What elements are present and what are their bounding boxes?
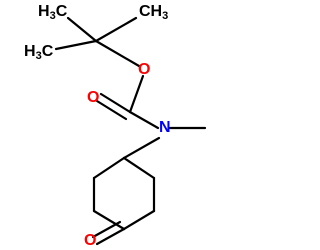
bond-group <box>54 16 207 246</box>
molecule-canvas: H3C CH3 H3C O O N O <box>24 3 207 250</box>
bond-carbonyl-double-1 <box>99 92 132 114</box>
atom-label-group: H3C CH3 H3C O O N O <box>24 3 171 249</box>
bond-ring-c1-c2 <box>122 156 156 180</box>
bond-nitrogen-ring <box>122 136 161 160</box>
ketone-oxygen-label: O <box>84 232 96 249</box>
bond-tbutyl-methyl-top-right <box>94 16 138 43</box>
molecule-structure: H3C CH3 H3C O O N O <box>24 3 207 249</box>
bond-ketone-double-1 <box>95 227 126 246</box>
carbonyl-oxygen-label: O <box>87 89 99 106</box>
bond-ring-c6-c1 <box>92 156 126 180</box>
methyl-top-right-label: CH3 <box>139 3 168 22</box>
bond-tbutyl-methyl-left <box>54 39 98 51</box>
bond-carbonyl-nitrogen <box>128 110 160 130</box>
bond-ketone-double-2 <box>91 220 122 239</box>
bond-carbonyl-double-2 <box>95 99 128 121</box>
bond-tbutyl-ester-oxygen <box>94 39 141 68</box>
bond-ring-c4-c5 <box>92 209 126 231</box>
bond-ester-oxygen-carbonyl-carbon <box>128 74 145 114</box>
nitrogen-label: N <box>159 119 171 136</box>
ester-oxygen-label: O <box>138 61 150 78</box>
methyl-top-left-label: H3C <box>38 3 68 22</box>
methyl-left-label: H3C <box>24 43 54 62</box>
bond-tbutyl-methyl-top-left <box>66 16 98 43</box>
bond-ring-c3-c4 <box>122 209 156 231</box>
